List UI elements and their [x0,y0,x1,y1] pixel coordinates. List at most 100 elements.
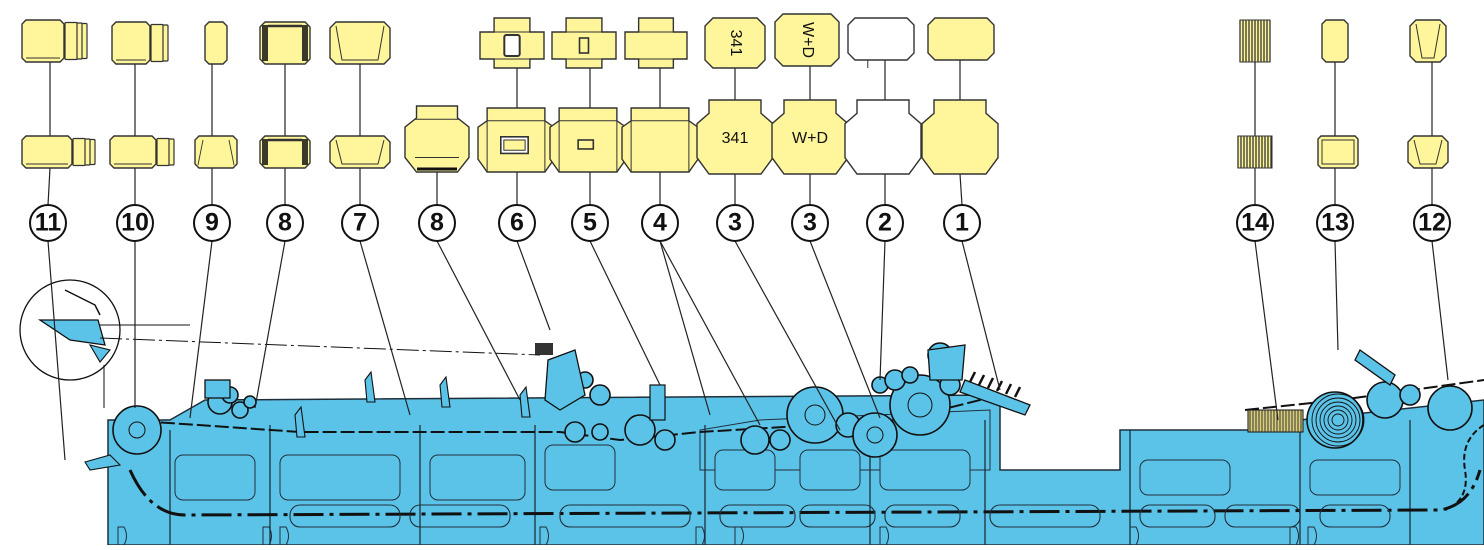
stacked-envelopes-bottom [109,135,175,169]
detail-magnifier [19,279,541,408]
station-marker: 12 [1413,204,1451,242]
station-9-products [194,21,238,169]
station-leader [961,240,1001,391]
station-number: 9 [205,209,219,237]
station-marker: 2 [866,204,904,242]
station-leader [1254,240,1279,421]
plain-blank-bottom [844,99,922,175]
station-number: 5 [583,209,597,237]
folded-envelope-bottom [1407,135,1449,169]
station-number: 7 [353,209,367,237]
printed-blank-top: 341 [704,17,766,69]
station-number: 4 [653,209,667,237]
plain-blank-top [847,17,915,68]
station-leader [659,240,711,416]
station-marker: 1 [943,204,981,242]
station-2-products [844,17,922,175]
station-marker: 11 [29,204,67,242]
station-4-products [621,17,699,173]
window-with-film-bottom [477,107,555,173]
gummed-flap-bottom [404,105,470,173]
folded-envelope-top [1409,19,1447,63]
station-leader [189,240,213,419]
station-3-products: W+D W+D [771,13,849,175]
station-number: 10 [121,209,149,237]
station-number: 3 [803,209,817,237]
delivery-stack [1247,409,1304,433]
station-14-products [1237,19,1273,169]
station-leader [436,240,521,401]
window-patch-unit [544,349,586,411]
closed-envelope-bottom [194,135,238,169]
station-leader [589,240,661,386]
product-connector [47,167,51,206]
folded-envelope-bottom [329,135,391,169]
station-number: 13 [1321,209,1349,237]
station-10-products [109,21,175,169]
station-markers: 11 10 9 8 7 8 6 5 4 3 3 2 1 14 13 12 [29,204,1451,242]
printed-blank-bottom: 341 [696,99,774,175]
station-8-products [404,105,470,173]
cut-blank-top [927,17,995,61]
station-leader [809,240,881,419]
printed-blank-top: W+D [774,13,840,67]
station-leader [879,240,886,381]
print-label: 341 [727,30,744,57]
station-marker: 10 [116,204,154,242]
station-number: 8 [278,209,292,237]
station-marker: 7 [341,204,379,242]
station-marker: 6 [498,204,536,242]
window-with-film-top [479,17,545,69]
single-envelope-top [1321,19,1349,63]
station-number: 6 [510,209,524,237]
station-8-products [259,21,311,169]
station-leader [734,240,841,431]
print-label: W+D [792,130,828,147]
envelope-stack-top [1239,19,1271,63]
station-marker: 9 [193,204,231,242]
station-number: 2 [878,209,892,237]
single-envelope-bottom [1317,135,1359,169]
station-leader [1334,240,1339,351]
station-marker: 4 [641,204,679,242]
product-connector [959,173,963,206]
station-5-products [549,17,627,173]
station-7-products [329,21,391,169]
station-number: 3 [728,209,742,237]
glued-envelope-top [259,21,311,65]
station-number: 14 [1241,209,1269,237]
station-marker: 14 [1236,204,1274,242]
window-cut-top [551,17,617,69]
station-3-products: 341 341 [696,17,774,175]
station-number: 1 [955,209,969,237]
stacked-envelopes-top [21,19,88,63]
station-marker: 13 [1316,204,1354,242]
stacked-envelopes-top [111,21,169,65]
creased-blank-top [624,17,688,69]
leader-lines [47,60,1449,461]
station-12-products [1407,19,1449,169]
print-label: 341 [722,130,749,147]
station-number: 12 [1418,209,1446,237]
envelope-stack-bottom [1237,135,1273,169]
station-marker: 3 [716,204,754,242]
station-marker: 8 [266,204,304,242]
station-11-products [21,19,96,169]
station-6-products [477,17,555,173]
closed-envelope-top [204,21,228,65]
printed-blank-bottom: W+D [771,99,849,175]
station-leader [47,240,66,461]
station-marker: 5 [571,204,609,242]
station-number: 8 [430,209,444,237]
station-13-products [1317,19,1359,169]
station-marker: 8 [418,204,456,242]
station-leader [516,240,551,331]
station-leader [1431,240,1449,381]
creased-blank-bottom [621,107,699,173]
station-marker: 3 [791,204,829,242]
cut-blank-bottom [921,99,999,175]
station-1-products [921,17,999,175]
